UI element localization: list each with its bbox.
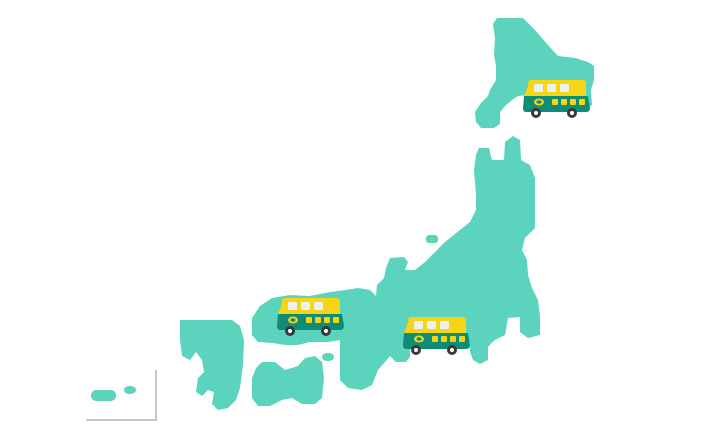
delivery-bus-icon (523, 80, 590, 118)
region-shikoku (252, 353, 334, 406)
region-honshu (252, 136, 540, 390)
region-okinawa-inset (86, 370, 157, 421)
delivery-bus-icon (403, 317, 470, 355)
region-kyushu (180, 320, 244, 410)
okinawa-inset-frame (86, 370, 157, 421)
